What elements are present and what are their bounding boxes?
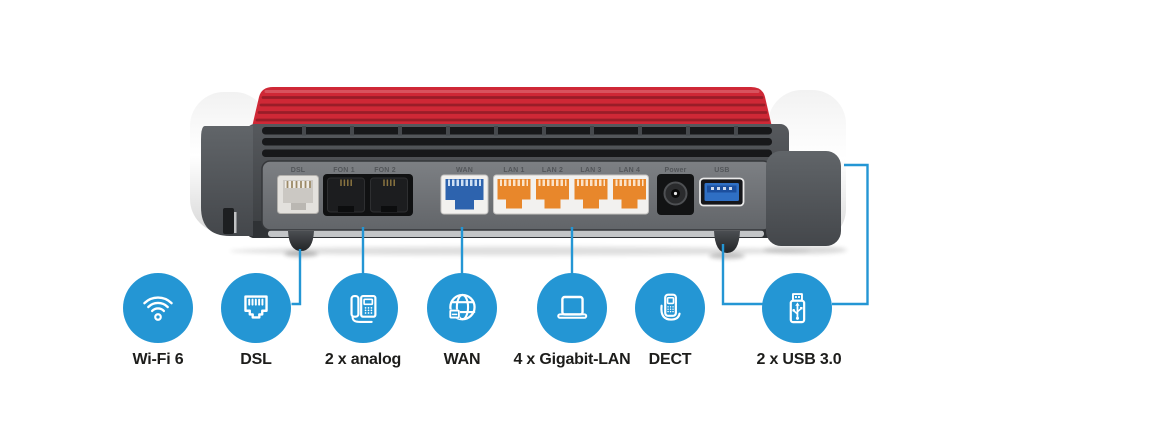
lan-ports bbox=[493, 174, 649, 215]
red-top-cover bbox=[252, 87, 772, 127]
router-feet bbox=[288, 231, 740, 253]
port-label-wan: WAN bbox=[456, 167, 473, 174]
port-label-power: Power bbox=[664, 167, 686, 174]
feature-label-wifi-6: Wi-Fi 6 bbox=[132, 351, 184, 368]
vent-slots bbox=[262, 126, 772, 157]
rj45-jack-icon bbox=[244, 295, 268, 319]
port-labels: DSL FON 1 FON 2 WAN LAN 1 LAN 2 LAN 3 LA… bbox=[291, 167, 730, 174]
feature-circle-wifi bbox=[123, 273, 193, 343]
left-side-panel bbox=[201, 126, 253, 236]
laptop-icon bbox=[557, 295, 588, 319]
ground-shadow bbox=[230, 246, 847, 259]
port-label-fon2: FON 2 bbox=[374, 167, 396, 174]
feature-label-analog: 2 x analog bbox=[324, 351, 402, 368]
port-label-dsl: DSL bbox=[291, 167, 306, 174]
port-label-usb: USB bbox=[714, 167, 729, 174]
connector-line-usb-rear bbox=[721, 244, 763, 306]
connector-line-usb-side bbox=[832, 163, 869, 306]
feature-circle-usb bbox=[762, 273, 832, 343]
wan-port bbox=[440, 174, 489, 215]
port-label-lan4: LAN 4 bbox=[619, 167, 640, 174]
feature-label-dect: DECT bbox=[648, 351, 692, 368]
usb-port bbox=[699, 177, 745, 207]
connector-line-dsl bbox=[291, 249, 302, 306]
usb-stick-icon bbox=[789, 293, 806, 324]
globe-plug-icon bbox=[448, 293, 476, 321]
feature-circle-gigabit-lan bbox=[537, 273, 607, 343]
port-label-lan2: LAN 2 bbox=[542, 167, 563, 174]
feature-circle-analog bbox=[328, 273, 398, 343]
port-label-lan3: LAN 3 bbox=[580, 167, 601, 174]
feature-label-gigabit-lan: 4 x Gigabit-LAN bbox=[513, 351, 631, 368]
right-side-panel bbox=[766, 151, 841, 246]
dsl-port bbox=[277, 175, 319, 214]
feature-label-wan: WAN bbox=[443, 351, 481, 368]
fon-ports bbox=[323, 174, 413, 216]
feature-label-dsl: DSL bbox=[240, 351, 272, 368]
power-port bbox=[657, 174, 694, 215]
feature-label-usb: 2 x USB 3.0 bbox=[756, 351, 842, 368]
port-label-lan1: LAN 1 bbox=[503, 167, 524, 174]
feature-circle-dsl bbox=[221, 273, 291, 343]
connector-lines bbox=[291, 163, 869, 306]
port-label-fon1: FON 1 bbox=[333, 167, 355, 174]
wifi-icon bbox=[143, 296, 173, 321]
dect-handset-icon bbox=[660, 293, 681, 321]
analog-phone-icon bbox=[350, 294, 377, 323]
feature-circle-dect bbox=[635, 273, 705, 343]
feature-circle-wan bbox=[427, 273, 497, 343]
